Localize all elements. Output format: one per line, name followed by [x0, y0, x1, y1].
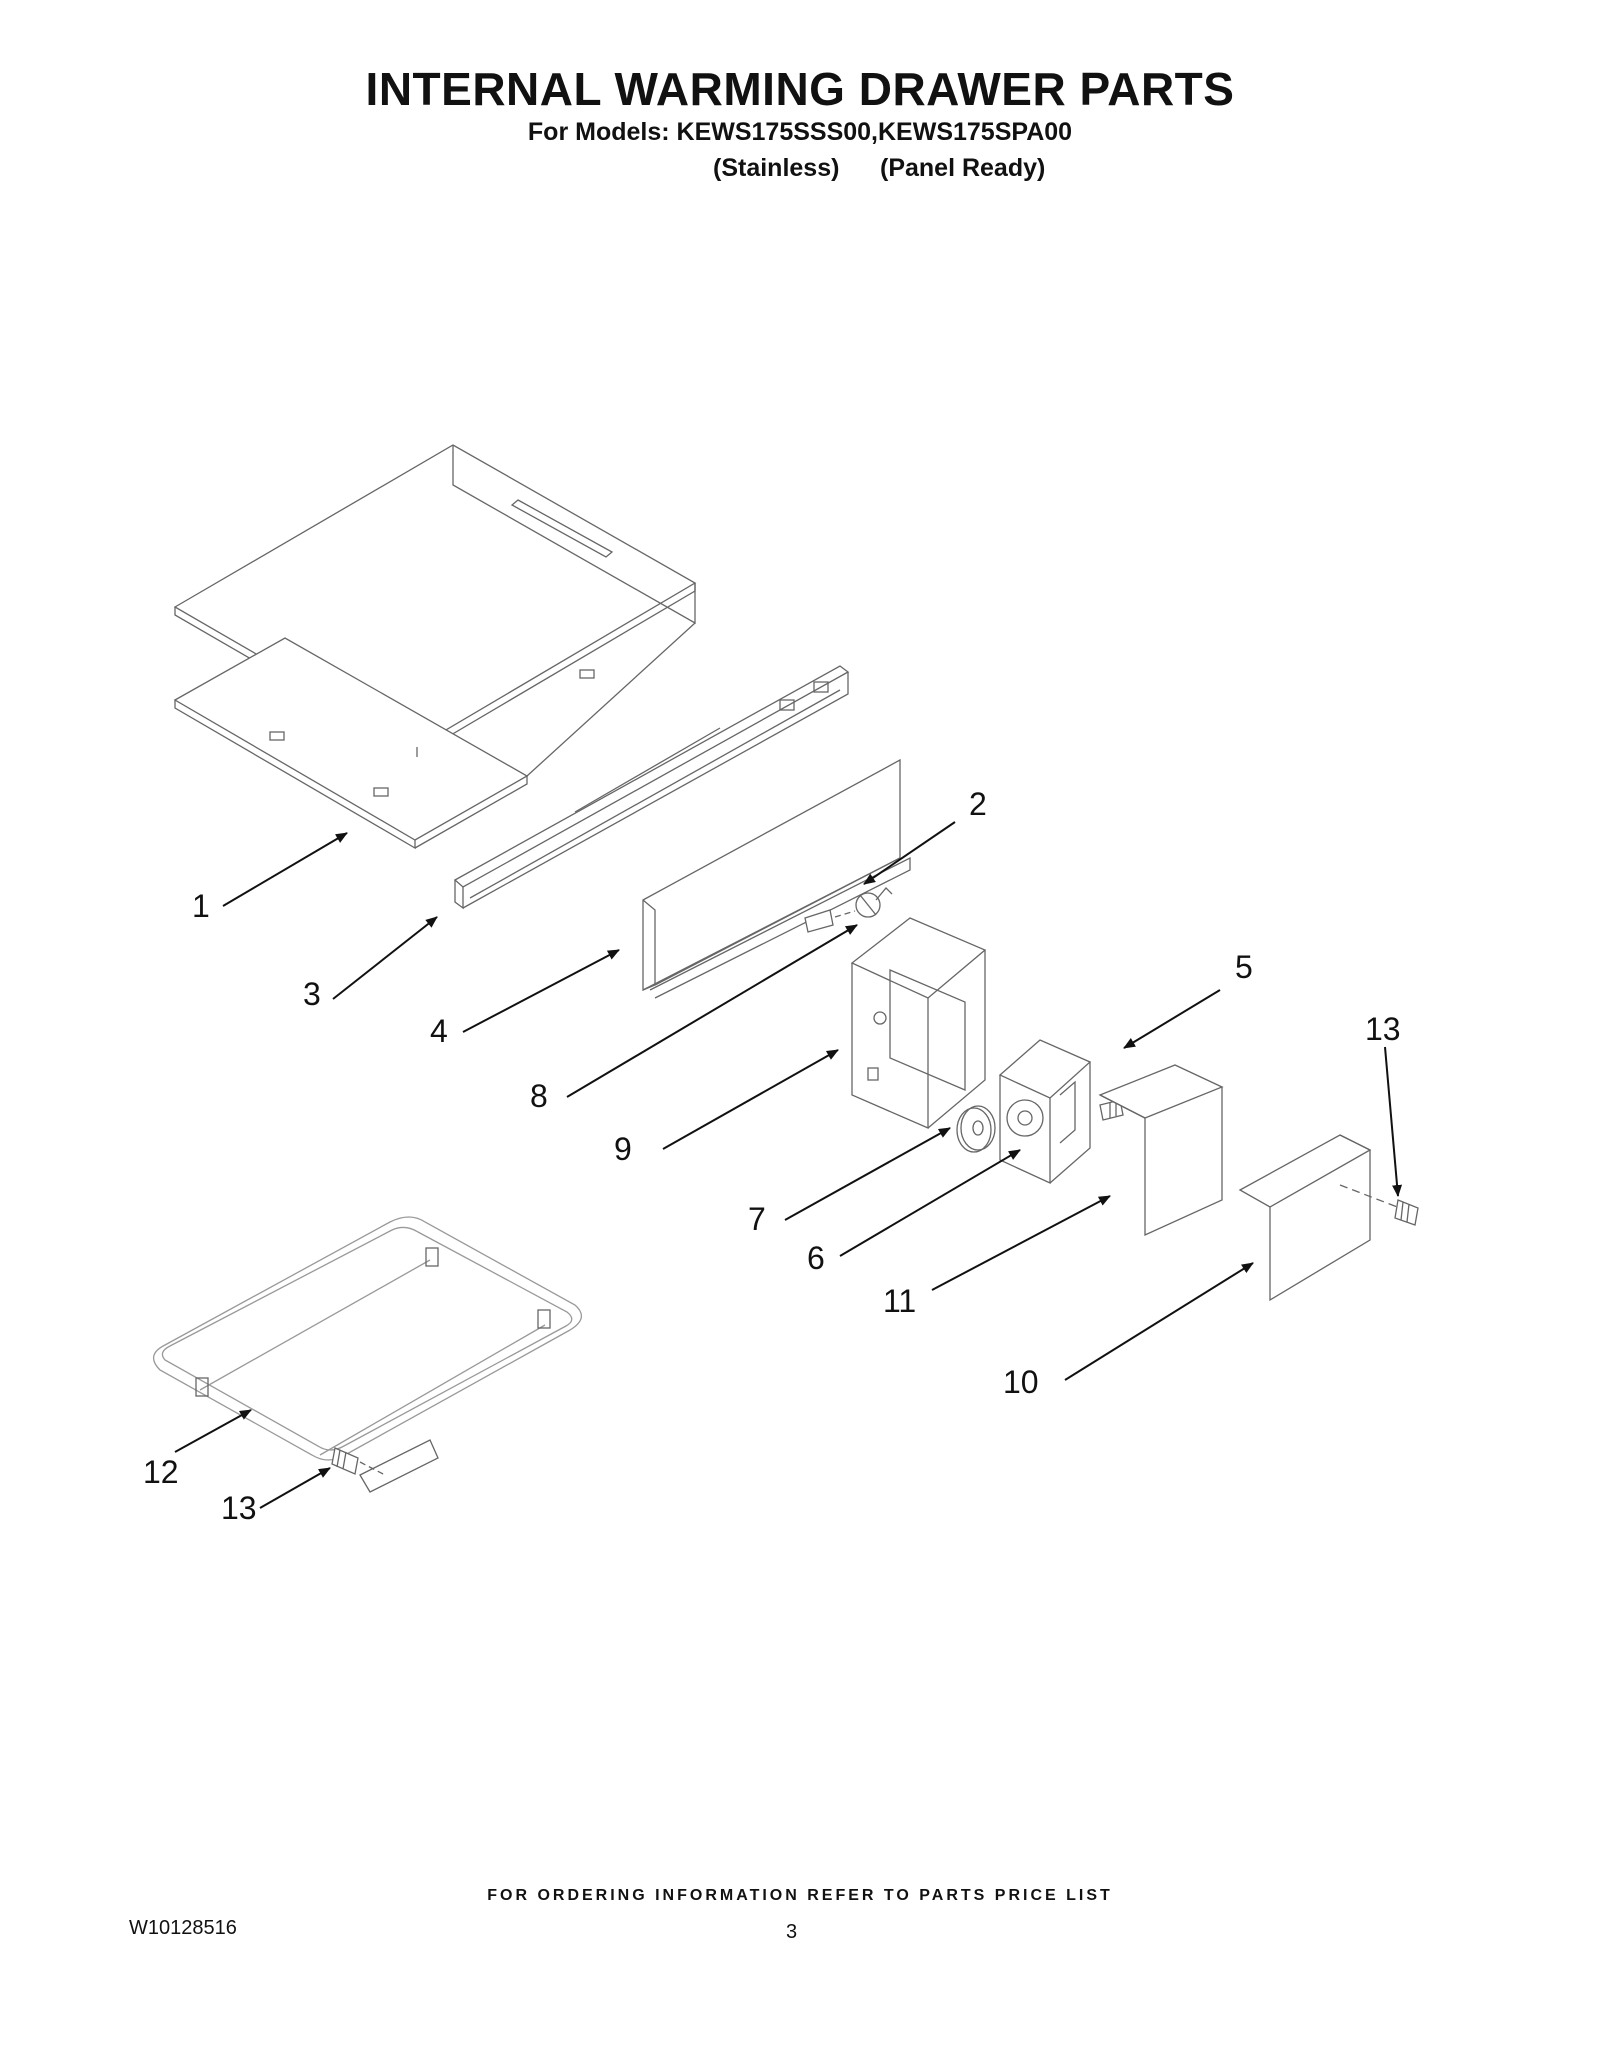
callout-part-2: 2 [969, 786, 987, 822]
document-number: W10128516 [129, 1917, 237, 1939]
callout-part-4: 4 [430, 1013, 448, 1049]
page-title: INTERNAL WARMING DRAWER PARTS [365, 63, 1235, 115]
callout-part-9: 9 [614, 1131, 632, 1167]
callout-part-3: 3 [303, 976, 321, 1012]
callout-part-13b: 13 [1365, 1011, 1401, 1047]
leader-part-11 [931, 1195, 1111, 1291]
callout-part-1: 1 [192, 888, 210, 924]
screw-13-left-icon [331, 1447, 386, 1476]
callout-part-8: 8 [530, 1078, 548, 1114]
knob-plate-icon [956, 1105, 996, 1153]
callout-part-5: 5 [1235, 949, 1253, 985]
control-switch-icon [998, 1039, 1092, 1185]
callout-part-13a: 13 [221, 1490, 257, 1526]
model-numbers: For Models: KEWS175SSS00,KEWS175SPA00 [527, 118, 1073, 146]
leader-part-7 [784, 1127, 951, 1221]
heating-element-icon [153, 1216, 582, 1493]
screw-13-right-icon [1339, 1184, 1419, 1226]
rear-panel-icon [642, 758, 911, 999]
callout-part-11: 11 [883, 1283, 916, 1319]
leader-part-13b [1384, 1046, 1403, 1197]
leader-part-4 [462, 949, 620, 1033]
drawer-slide-icon [453, 665, 850, 910]
page-number: 3 [786, 1921, 798, 1943]
callout-part-6: 6 [807, 1240, 825, 1276]
leader-part-2 [863, 821, 956, 885]
cover-bracket-icon [1238, 1134, 1372, 1302]
leader-part-3 [332, 916, 438, 1000]
leader-part-6 [839, 1149, 1021, 1257]
leader-part-10 [1064, 1262, 1254, 1381]
insulation-icon [1098, 1064, 1224, 1237]
leader-part-13a [259, 1467, 331, 1509]
variant-panel-ready: (Panel Ready) [880, 154, 1046, 182]
leader-part-1 [222, 832, 348, 907]
leader-part-12 [174, 1409, 252, 1453]
ordering-note: FOR ORDERING INFORMATION REFER TO PARTS … [487, 1887, 1113, 1904]
thermostat-icon [804, 887, 893, 933]
variant-stainless: (Stainless) [713, 154, 840, 182]
callout-part-7: 7 [748, 1201, 766, 1237]
control-housing-icon [850, 917, 987, 1129]
leader-part-8 [566, 924, 858, 1098]
leader-part-5 [1123, 989, 1221, 1049]
leader-part-9 [662, 1049, 839, 1150]
callout-part-12: 12 [143, 1454, 179, 1490]
callout-part-10: 10 [1003, 1364, 1039, 1400]
drawer-shell-icon [173, 444, 697, 850]
